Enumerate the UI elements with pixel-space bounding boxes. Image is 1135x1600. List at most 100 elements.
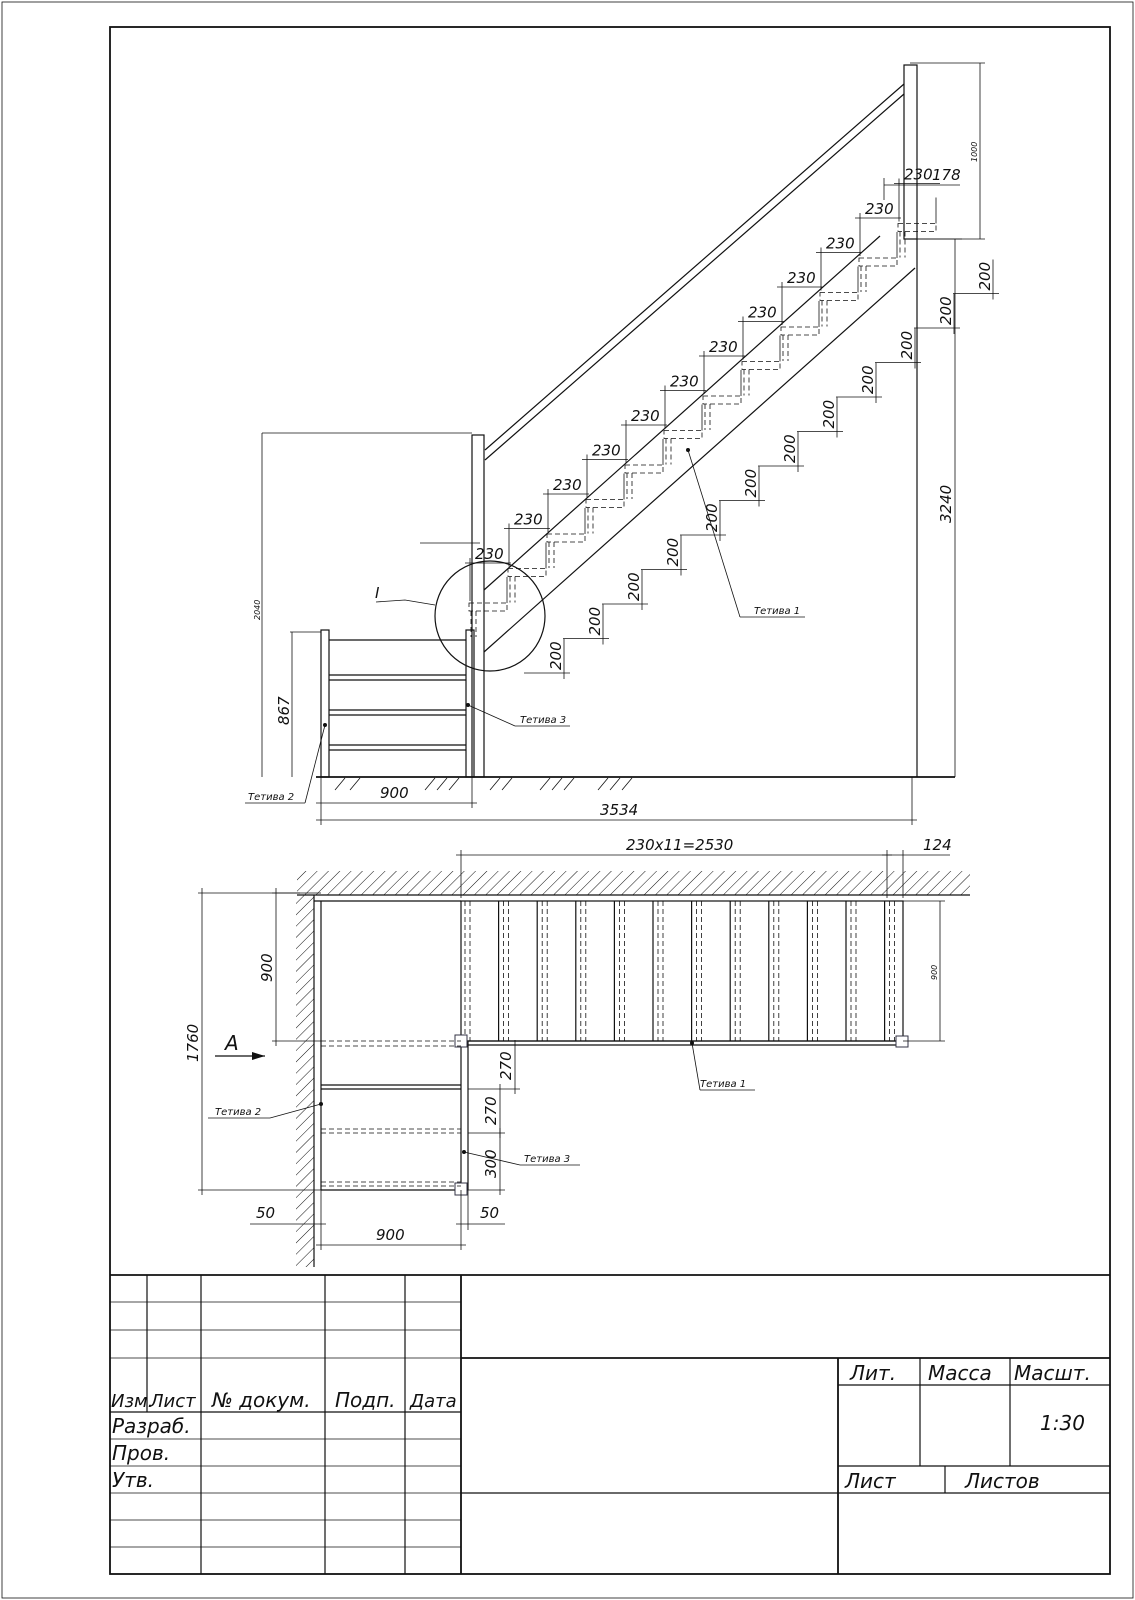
plan-tread [806, 901, 818, 1041]
riser-height: 200 [547, 641, 565, 670]
riser-height: 200 [586, 607, 604, 636]
label-stringer-1-plan: Тетива 1 [700, 1079, 746, 1090]
dim-900-plan: 900 [376, 1226, 405, 1244]
tread-depth: 230 [670, 373, 699, 391]
floor-hatching [334, 777, 633, 791]
step-profile [624, 439, 664, 499]
step-profile [468, 577, 508, 637]
tread-depth: 230 [748, 304, 777, 322]
step-profile [702, 370, 742, 430]
label-stringer-3-elev: Тетива 3 [520, 715, 566, 726]
tb-list: Лист [149, 1391, 196, 1412]
tread-depth: 230 [475, 545, 504, 563]
tb-sheet: Лист [844, 1469, 897, 1493]
step-profile [897, 197, 937, 258]
tb-doc-no: № докум. [211, 1388, 311, 1412]
riser-dimension: 200 [641, 535, 687, 576]
dim-2040: 2040 [253, 600, 262, 620]
riser-dimension: 200 [875, 328, 921, 369]
riser-dimension: 200 [914, 294, 960, 334]
step-profile [546, 508, 586, 568]
tb-date: Дата [409, 1391, 457, 1412]
step-profile [585, 473, 625, 534]
tb-checked: Пров. [112, 1441, 170, 1465]
plan-tread [575, 901, 587, 1041]
plan-tread [845, 901, 857, 1041]
tread-dimension: 230 [777, 269, 823, 325]
riser-height: 200 [742, 469, 760, 498]
dim-270b: 270 [482, 1096, 500, 1125]
step-profile-group [468, 197, 937, 637]
step-profile [780, 301, 820, 361]
plan-tread [883, 901, 895, 1041]
tread-depth: 230 [787, 269, 816, 287]
riser-height: 200 [703, 503, 721, 532]
tread-depth: 230 [514, 511, 543, 529]
riser-height: 200 [859, 365, 877, 394]
step-dimension-group: 2302002302002302002302002302002302002302… [420, 166, 999, 679]
tread-depth: 230 [592, 442, 621, 460]
tread-depth: 230 [553, 476, 582, 494]
detail-leader [375, 599, 436, 606]
riser-height: 200 [898, 331, 916, 360]
plan-tread [536, 901, 548, 1041]
plan-tread [652, 901, 664, 1041]
detail-mark: I [375, 584, 380, 602]
dim-3240: 3240 [937, 485, 955, 523]
dim-2530: 230x11=2530 [626, 836, 733, 854]
tb-approved: Утв. [112, 1468, 154, 1492]
stringer-upper [483, 235, 881, 591]
top-wall-hatch [297, 871, 970, 895]
landing-post [471, 434, 485, 778]
tb-scale-label: Масшт. [1014, 1361, 1091, 1385]
plan-tread [768, 901, 780, 1041]
handrail [484, 83, 905, 451]
top-newel-post [903, 64, 918, 240]
tread-dimension: 230 [621, 407, 667, 463]
label-stringer-3-plan: Тетива 3 [524, 1154, 570, 1165]
plan-tread [729, 901, 741, 1041]
step-profile [858, 232, 898, 292]
riser-dimension: 200 [719, 466, 765, 507]
label-stringer-2-elev: Тетива 2 [248, 792, 294, 803]
tread-dimension: 230 [894, 166, 940, 222]
dim-867: 867 [275, 696, 293, 725]
stringer-lower [483, 267, 916, 653]
tread-dimension: 230 [582, 442, 628, 498]
tread-dimension: 230 [660, 373, 706, 429]
handrail-lower [484, 93, 905, 461]
plan-tread [690, 901, 702, 1041]
landing-rail-post-right [465, 629, 475, 778]
dim-50-left: 50 [256, 1204, 275, 1222]
riser-dimension: 200 [953, 259, 999, 300]
dim-1000: 1000 [970, 142, 979, 162]
step-profile [507, 542, 547, 603]
tread-depth: 230 [826, 235, 855, 253]
dim-300: 300 [482, 1149, 500, 1178]
dim-124: 124 [923, 836, 952, 854]
tread-depth: 230 [709, 338, 738, 356]
step-profile [819, 266, 859, 327]
plan-tread [464, 901, 471, 1041]
riser-dimension: 200 [602, 570, 648, 610]
elevation-view: I 1000 178 3240 2040 867 900 3534 230200… [245, 62, 999, 825]
drawing-frame [109, 26, 1111, 1575]
riser-height: 200 [976, 262, 994, 291]
riser-dimension: 200 [758, 432, 804, 472]
tread-dimension: 230 [816, 235, 862, 291]
tb-scale-value: 1:30 [1040, 1411, 1085, 1435]
dim-178: 178 [932, 166, 961, 184]
dim-270a: 270 [497, 1051, 515, 1080]
tread-dimension: 230 [465, 545, 511, 601]
riser-dimension: 200 [836, 363, 882, 403]
dim-1760: 1760 [184, 1024, 202, 1062]
tb-izm: Изм. [111, 1391, 153, 1412]
label-stringer-2-plan: Тетива 2 [215, 1107, 261, 1118]
label-stringer-1-elev: Тетива 1 [754, 606, 800, 617]
plan-tread [498, 901, 510, 1041]
dim-50-right: 50 [480, 1204, 499, 1222]
left-wall-hatch [296, 895, 314, 1267]
tb-sign: Подп. [335, 1388, 396, 1412]
upper-flight-outline [460, 900, 904, 1042]
